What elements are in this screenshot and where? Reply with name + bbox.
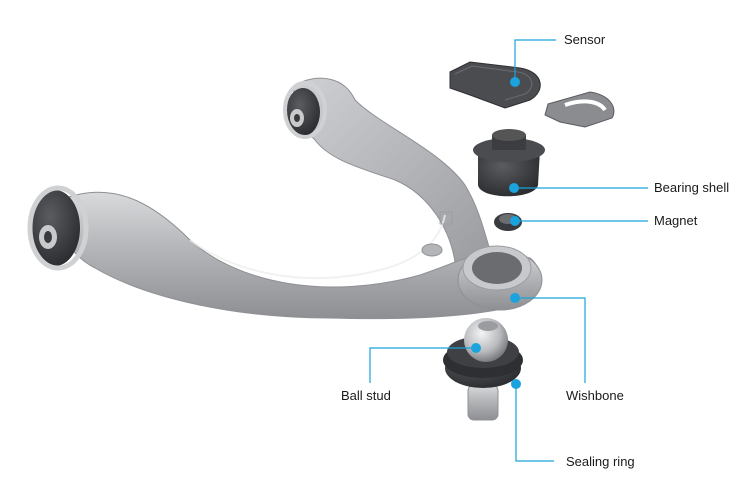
ball-stud-part <box>443 318 523 421</box>
sensor-part <box>449 61 615 128</box>
callout-label-wishbone: Wishbone <box>566 388 624 403</box>
callout-lines <box>369 39 648 462</box>
callout-label-sealing-ring: Sealing ring <box>566 454 635 469</box>
callout-dots <box>471 77 521 389</box>
callout-label-sensor: Sensor <box>564 32 606 47</box>
callout-label-magnet: Magnet <box>654 213 698 228</box>
callout-label-ball-stud: Ball stud <box>341 388 391 403</box>
callout-label-bearing-shell: Bearing shell <box>654 180 730 195</box>
bearing-shell-part <box>473 129 545 197</box>
wishbone-part <box>27 77 543 320</box>
